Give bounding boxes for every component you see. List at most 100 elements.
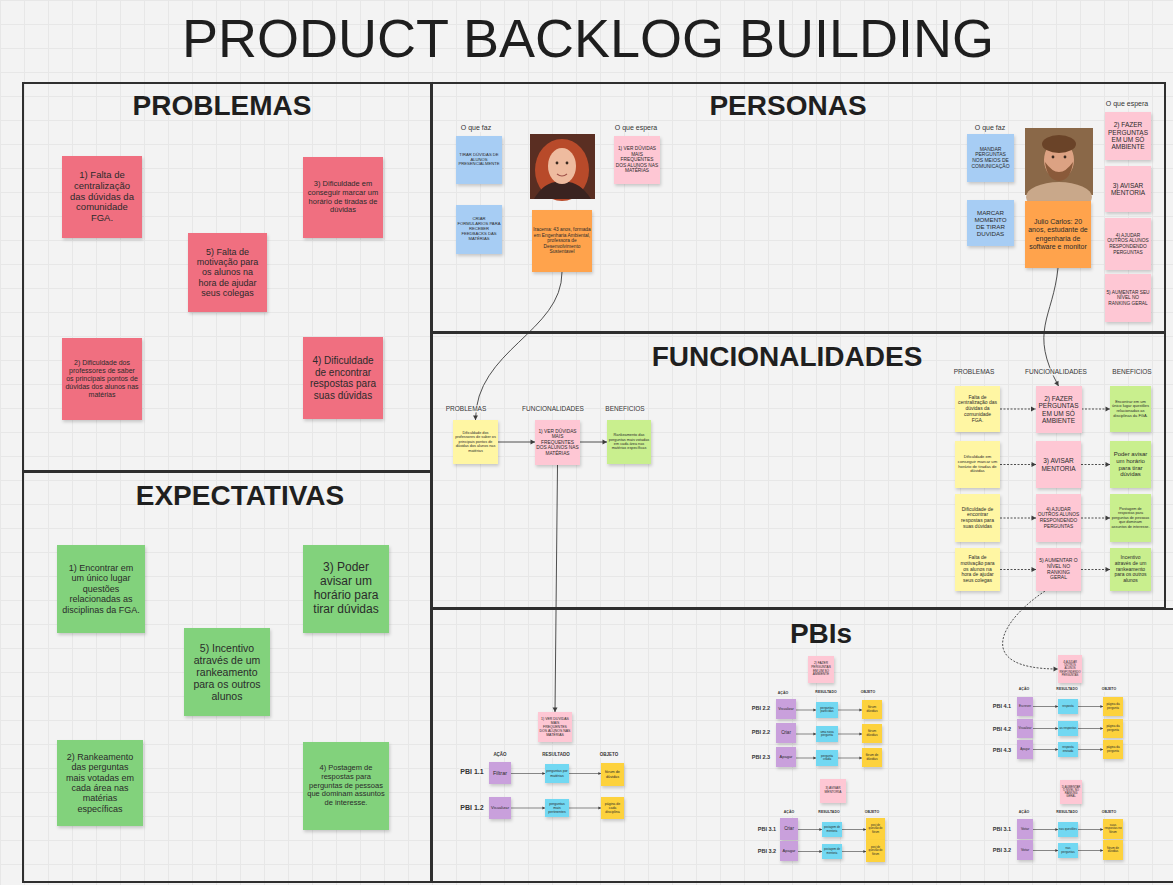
sticky-note: 4) Dificuldade de encontrar respostas pa… bbox=[303, 337, 383, 419]
eye bbox=[1064, 156, 1067, 159]
sticky-text: uma nova pergunta bbox=[817, 731, 837, 738]
sticky-note: 2) Rankeamento das perguntas mais votada… bbox=[57, 740, 143, 826]
sticky-note: nas perguntas bbox=[1058, 843, 1078, 858]
sticky-text: página da pergunta bbox=[1104, 703, 1122, 710]
sticky-note: postagem de mentoria bbox=[822, 844, 842, 859]
column-label: O que faz bbox=[974, 124, 1006, 132]
connector-line bbox=[798, 851, 822, 852]
sticky-note: 4) AJUDAR OUTROS ALUNOS RESPONDENDO PERG… bbox=[1105, 218, 1151, 270]
pbi-label: AÇÃO bbox=[1018, 811, 1030, 815]
sticky-text: Visualizar bbox=[490, 806, 510, 811]
arrow-connector bbox=[473, 272, 562, 420]
sticky-text: Rankeamento das perguntas mais votadas e… bbox=[608, 433, 650, 450]
sticky-note: 1) VER DÚVIDAS MAIS FREQUENTES DOS ALUNO… bbox=[538, 712, 572, 742]
arrow-connector bbox=[511, 807, 545, 810]
sticky-text: Dificuldade dos professores de saber os … bbox=[454, 431, 497, 453]
sticky-note: postagem de mentoria bbox=[822, 822, 842, 837]
connector-line bbox=[842, 851, 866, 852]
arrow-connector bbox=[796, 709, 816, 712]
sticky-text: resposta bbox=[1059, 705, 1077, 708]
column-label: BENEFICIOS bbox=[604, 405, 645, 412]
connector-line bbox=[1000, 409, 1036, 410]
arrow-connector bbox=[1078, 727, 1103, 730]
connector-line bbox=[1078, 706, 1103, 707]
sticky-text: 3) AVISAR MENTORIA bbox=[821, 787, 845, 794]
section-heading: PBIs bbox=[790, 618, 852, 650]
sticky-note: TIRAR DÚVIDAS DE ALUNOS PRESENCIALMENTE bbox=[456, 136, 502, 184]
connector-line bbox=[1033, 706, 1058, 707]
arrow-connector bbox=[1078, 849, 1103, 852]
sticky-text: 4) Postagem de respostas para perguntas … bbox=[306, 764, 386, 807]
pbi-label: OBJETO bbox=[860, 691, 876, 695]
arrow-connector bbox=[1081, 516, 1110, 521]
sticky-text: Criar bbox=[777, 730, 795, 735]
sticky-text: post de questão do fórum bbox=[867, 846, 884, 856]
sticky-note: perguntas mais pertinentes bbox=[545, 799, 569, 817]
arrow-connector bbox=[1033, 705, 1058, 708]
sticky-note: perguntas por matérias bbox=[545, 764, 569, 783]
sticky-text: 2) Rankeamento das perguntas mais votada… bbox=[62, 752, 138, 814]
arrow-connector bbox=[798, 850, 822, 853]
sticky-text: suas respostas no fórum bbox=[1104, 824, 1122, 834]
connector-line bbox=[511, 773, 545, 774]
sticky-note: 1) VER DÚVIDAS MAIS FREQUENTES DOS ALUNO… bbox=[614, 136, 660, 184]
column-label: BENEFICIOS bbox=[1111, 368, 1152, 375]
sticky-note: 5) Falta de motivação para os alunos na … bbox=[188, 233, 267, 312]
sticky-note: 5) AUMENTAR O NÍVEL NO RANKING GERAL bbox=[1036, 548, 1081, 591]
sticky-text: Apagar bbox=[777, 755, 795, 760]
connector-line bbox=[1000, 518, 1036, 519]
eye bbox=[1052, 156, 1055, 159]
section-heading: FUNCIONALIDADES bbox=[652, 341, 923, 373]
pbi-label: PBI 2.2 bbox=[751, 729, 771, 735]
sticky-note: Apagar bbox=[776, 747, 796, 767]
arrow-connector bbox=[1033, 748, 1058, 751]
pbi-label: OBJETO bbox=[599, 753, 619, 758]
sticky-note: nas questões bbox=[1058, 822, 1078, 837]
sticky-note: 2) Dificuldade dos professores de saber … bbox=[62, 338, 142, 420]
section-heading: PROBLEMAS bbox=[133, 90, 312, 122]
sticky-text: 1) VER DÚVIDAS MAIS FREQUENTES DOS ALUNO… bbox=[536, 429, 579, 457]
arrow-connector bbox=[842, 828, 866, 831]
sticky-text: Dificuldade em conseguir marcar um horár… bbox=[956, 455, 999, 474]
section-heading: EXPECTATIVAS bbox=[136, 480, 344, 512]
sticky-text: pergunta criada bbox=[817, 755, 837, 762]
sticky-text: postagem de mentoria bbox=[823, 826, 841, 832]
sticky-text: fórum de dúvidas bbox=[602, 770, 623, 779]
arrow-connector bbox=[1000, 516, 1036, 521]
connector-line bbox=[1078, 749, 1103, 750]
sticky-text: Apagar bbox=[1018, 748, 1032, 751]
sticky-text: Julio Carlos: 20 anos, estudante de enge… bbox=[1028, 218, 1088, 250]
column-label: FUNCIONALIDADES bbox=[521, 405, 585, 412]
mouth bbox=[557, 174, 567, 176]
connector-line bbox=[1003, 591, 1058, 669]
connector-line bbox=[796, 710, 816, 711]
diagram-title: PRODUCT BACKLOG BUILDING bbox=[182, 7, 994, 69]
sticky-text: 1) VER DÚVIDAS MAIS FREQUENTES DOS ALUNO… bbox=[615, 146, 659, 174]
sticky-text: fórum dúvidas bbox=[863, 730, 881, 737]
sticky-text: Poder avisar um horário para tirar dúvid… bbox=[1113, 451, 1148, 479]
pbi-label: AÇÃO bbox=[492, 753, 507, 758]
arrow-connector bbox=[1081, 567, 1110, 572]
pbi-label: PBI 1.1 bbox=[459, 768, 484, 776]
sticky-text: MARCAR MOMENTO DE TIRAR DUVIDAS bbox=[970, 209, 1011, 238]
eye bbox=[556, 162, 559, 165]
sticky-note: Criar bbox=[776, 723, 796, 743]
connector-line bbox=[569, 808, 601, 809]
connector-line bbox=[476, 272, 563, 420]
sticky-text: 2) Dificuldade dos professores de saber … bbox=[65, 359, 139, 399]
sticky-text: 3) Poder avisar um horário para tirar dú… bbox=[308, 561, 384, 616]
connector-line bbox=[798, 829, 822, 830]
connector-line bbox=[1033, 829, 1058, 830]
connector-line bbox=[796, 734, 816, 735]
sticky-text: Votar bbox=[1018, 827, 1032, 831]
pbi-label: RESULTADO bbox=[814, 691, 837, 695]
sticky-note: 1) Encontrar em um único lugar questões … bbox=[57, 545, 145, 633]
arrow-connector bbox=[1081, 462, 1110, 467]
sticky-note: suas respostas no fórum bbox=[1103, 819, 1123, 839]
column-label: O que faz bbox=[460, 124, 492, 132]
sticky-text: Encontrar em um único lugar questões rel… bbox=[1111, 400, 1150, 418]
sticky-note: Dificuldade em conseguir marcar um horár… bbox=[955, 441, 1000, 488]
pbi-label: PBI 2.3 bbox=[751, 754, 771, 760]
sticky-note: página da pergunta bbox=[1103, 740, 1123, 759]
